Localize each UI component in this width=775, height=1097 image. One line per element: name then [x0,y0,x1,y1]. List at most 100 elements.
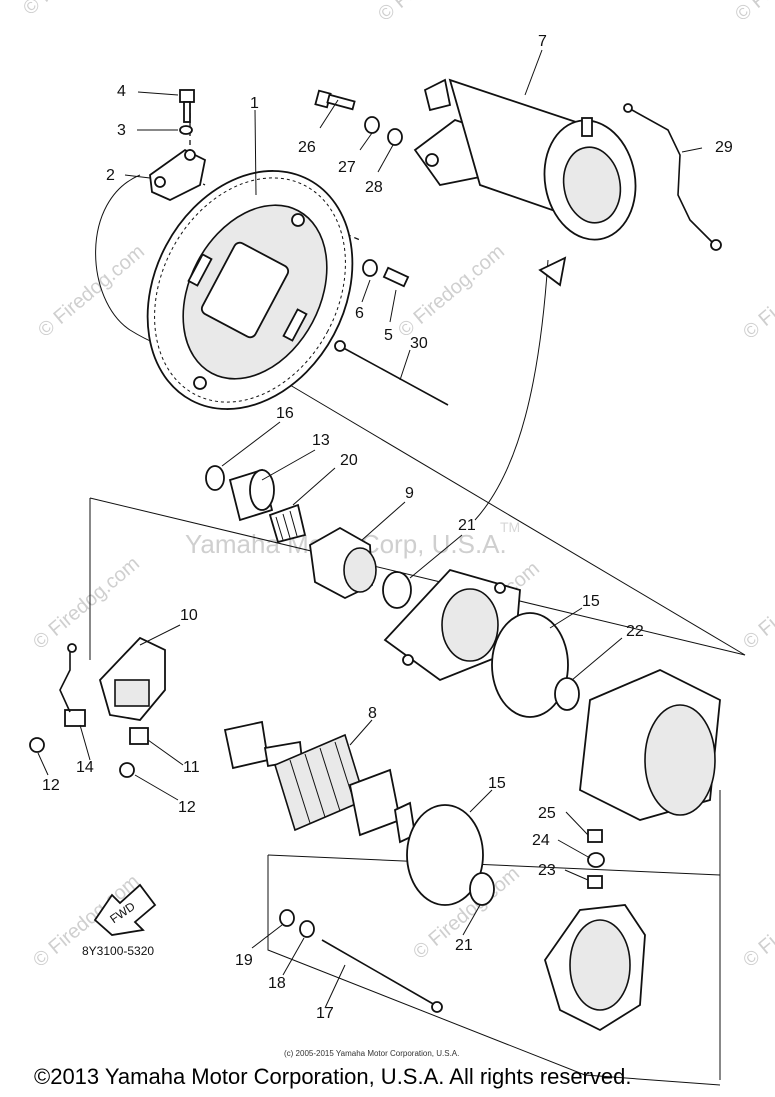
brush-terminal [67,643,77,653]
motor-mount-hardware [314,89,403,146]
part-label: 23 [538,862,556,879]
through-bolt-shank [321,939,436,1006]
gear-slot [282,308,308,342]
part-label: 15 [488,775,506,792]
part-label: 28 [365,179,383,196]
assembly-arrow-head [538,256,567,287]
gear-slot [187,253,213,287]
part-label: 17 [316,1005,334,1022]
bracket-hardware [149,89,207,201]
washer [387,128,403,146]
assembly-line [289,384,746,656]
watermark-firedog: © Fi [739,303,775,344]
part-label: 3 [117,122,126,139]
part-label: 26 [298,139,316,156]
brush-plate [98,636,166,721]
part-label: 21 [455,937,473,954]
rear-cover-face [569,919,631,1011]
watermark-firedog: © Fi [739,931,775,972]
watermark-firedog: © Firedog.com [34,240,149,341]
part-label: 25 [538,805,556,822]
pinion-face [343,547,377,593]
part-label: 29 [715,139,733,156]
o-ring-15b [406,804,484,906]
pinion-components [205,465,377,600]
through-bolt [279,909,443,1013]
part-label: 9 [405,485,414,502]
gear-center-opening [200,241,290,339]
gear-bolt-hole [291,213,305,227]
collar-end [249,469,275,511]
nut-25 [587,829,603,843]
part-label: 21 [458,517,476,534]
washer-22 [554,677,580,711]
circlip [205,465,225,491]
part-label: 5 [384,327,393,344]
front-cover-components [382,568,580,718]
watermark-firedog: © Firedog.com [29,552,144,653]
yoke-housing [579,669,721,821]
armature [223,720,416,844]
motor-terminal [581,117,593,137]
nut-12a [29,737,45,753]
watermark-firedog: © Fi [731,0,773,26]
washer [364,116,380,134]
brush-holder [29,636,166,778]
part-label: 2 [106,167,115,184]
rear-cover [544,829,646,1032]
long-bolt-shank [337,344,449,406]
gear-bolt-hole [193,376,207,390]
leader-lines [37,49,703,1009]
bracket-hole [184,149,196,161]
brush-lead [59,650,71,713]
brush-14 [64,709,86,727]
part-label: 4 [117,83,126,100]
armature-shaft [223,720,270,770]
bracket-hole [154,176,166,188]
fwd-arrow-icon [93,883,157,936]
washer-24 [587,852,605,868]
part-label: 19 [235,952,253,969]
assembly-line [267,855,721,1086]
flange-hole [425,153,439,167]
long-bolt-30 [334,340,449,406]
wire-terminal [710,239,722,251]
washer-21b [469,872,495,906]
nut-23 [587,875,603,889]
part-label: 24 [532,832,550,849]
diagram-code: 8Y3100-5320 [82,944,154,958]
part-label: 14 [76,759,94,776]
washer-19 [279,909,295,927]
washer [179,125,193,135]
gear-bolt-hardware [362,259,410,288]
bracket-plate [149,148,207,201]
watermark-trademark: TM [500,519,520,535]
washer-18 [299,920,315,938]
part-label: 12 [178,799,196,816]
part-label: 13 [312,432,330,449]
ring-gear [95,170,354,410]
footer-copyright: ©2013 Yamaha Motor Corporation, U.S.A. A… [34,1064,631,1089]
wire [631,109,713,243]
part-label: 22 [626,623,644,640]
assembly-arrow-line [474,259,549,521]
part-label: 12 [42,777,60,794]
bolt [382,266,410,288]
watermark-firedog: © Firedog.com [394,240,509,341]
nut-12b [119,762,135,778]
assembly-line [267,854,721,876]
front-cover-hole [494,582,506,594]
spring-coils [275,510,298,541]
part-label: 20 [340,452,358,469]
part-label: 18 [268,975,286,992]
front-cover-hole [402,654,414,666]
fwd-arrow: FWD [93,883,157,936]
part-label: 10 [180,607,198,624]
front-cover-boss [441,588,499,662]
part-label: 6 [355,305,364,322]
watermark-firedog: © Fi [739,613,775,654]
bolt-shank [326,93,356,111]
starter-motor [413,78,637,241]
wire-terminal [623,103,633,113]
